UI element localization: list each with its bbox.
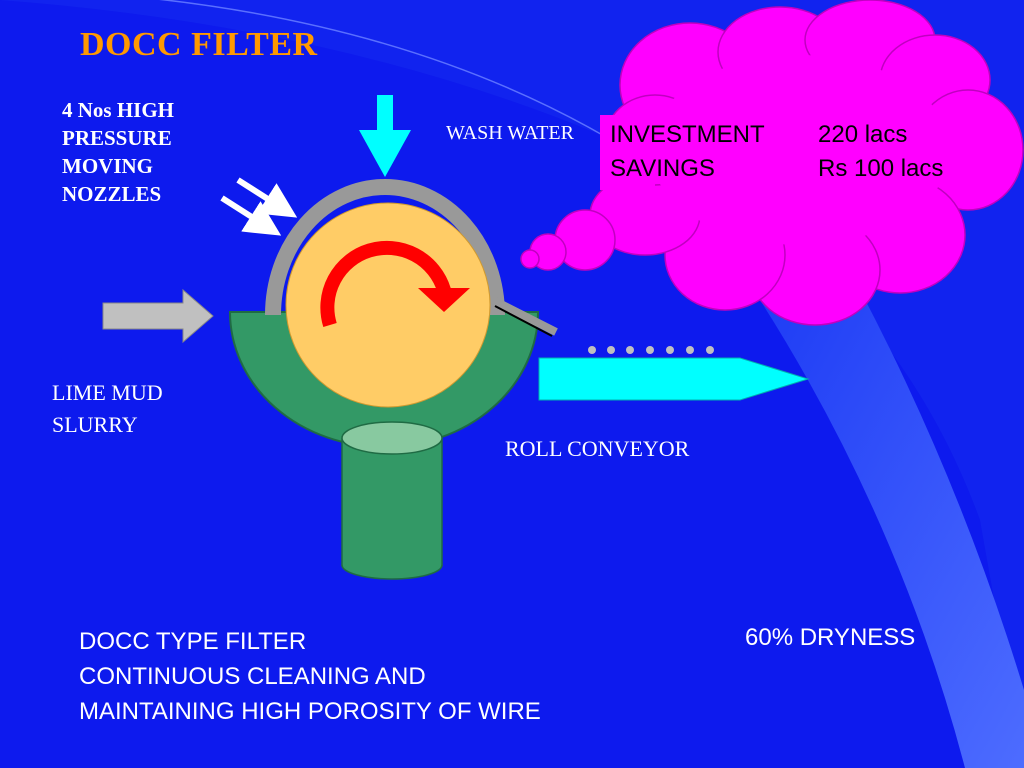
rotation-arrow: [320, 240, 470, 328]
lime-mud-label-line: LIME MUD: [52, 380, 163, 405]
lime-mud-label-line: SLURRY: [52, 412, 138, 437]
slurry-inlet-arrow: [102, 288, 214, 344]
drum-hood: [265, 179, 505, 316]
wash-water-arrow: [359, 95, 411, 177]
nozzles-label: 4 Nos HIGH PRESSURE MOVING NOZZLES: [62, 96, 174, 208]
dryness-label: 60% DRYNESS: [745, 624, 916, 651]
roll-conveyor-label: ROLL CONVEYOR: [505, 436, 690, 461]
bubble-trail-small: [520, 249, 540, 269]
bubble-labels: INVESTMENT SAVINGS: [610, 118, 765, 186]
savings-label: SAVINGS: [610, 155, 715, 182]
nozzles-label-line: MOVING: [62, 154, 153, 178]
bubble-values: 220 lacs Rs 100 lacs: [818, 118, 943, 186]
lime-mud-label: LIME MUD SLURRY: [52, 377, 163, 441]
description-line: DOCC TYPE FILTER: [79, 628, 307, 655]
nozzles-label-line: 4 Nos HIGH: [62, 98, 175, 122]
investment-value: 220 lacs: [818, 121, 908, 148]
thought-bubble: [520, 0, 1024, 326]
slide-title: DOCC FILTER: [80, 26, 318, 63]
nozzles-label-line: PRESSURE: [62, 126, 172, 150]
wash-water-label: WASH WATER: [446, 122, 574, 144]
rotating-drum: [285, 202, 491, 408]
nozzles-label-line: NOZZLES: [62, 182, 162, 206]
doctor-blade-edge: [494, 305, 553, 337]
investment-label: INVESTMENT: [610, 121, 765, 148]
description-line: CONTINUOUS CLEANING AND: [79, 663, 426, 690]
description-text: DOCC TYPE FILTER CONTINUOUS CLEANING AND…: [79, 624, 541, 729]
description-line: MAINTAINING HIGH POROSITY OF WIRE: [79, 698, 541, 725]
nozzle-arrows: [220, 177, 298, 236]
doctor-blade: [491, 296, 558, 336]
roll-conveyor: [538, 357, 810, 401]
savings-value: Rs 100 lacs: [818, 155, 944, 182]
outlet-pipe: [341, 421, 443, 580]
light-beam: [760, 290, 1024, 768]
cake-dots: [588, 346, 714, 354]
